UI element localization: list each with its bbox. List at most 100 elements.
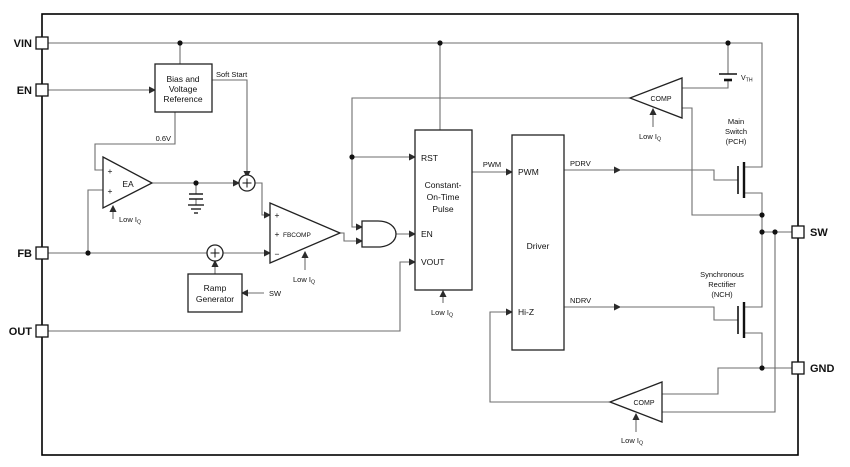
fbcomp-plus-top: + <box>275 210 280 220</box>
vth-battery-icon: VTH <box>719 73 753 84</box>
main-switch-label-2: Switch <box>725 127 747 136</box>
pin-out-label: OUT <box>9 326 33 338</box>
wire-gnd-sense <box>662 367 762 395</box>
ea-lowiq-sub: Q <box>137 220 141 226</box>
wire-battery-to-comp <box>682 80 729 89</box>
wire-out-to-vout <box>48 258 417 332</box>
main-switch-label-1: Main <box>728 117 744 126</box>
fbcomp-lowiq-base: Low I <box>293 275 311 284</box>
fbcomp-lowiq-label: Low IQ <box>293 275 315 286</box>
pin-gnd-box <box>791 361 805 375</box>
ea-lowiq-base: Low I <box>119 215 137 224</box>
ramp-label-1: Ramp <box>204 283 227 293</box>
summing-node-2 <box>206 244 224 262</box>
ea-lowiq-label: Low IQ <box>119 215 141 226</box>
wire-pdrv-b <box>620 169 738 181</box>
pin-sw: SW <box>791 225 828 239</box>
pin-sw-label: SW <box>810 227 828 239</box>
pin-fb-box <box>35 246 49 260</box>
comp1-lowiq-base: Low I <box>639 132 657 141</box>
ea-triangle <box>102 155 154 210</box>
wire-vref <box>94 112 176 171</box>
fb-comparator: + + − FBCOMP Low IQ <box>269 202 342 286</box>
comp2-lowiq-base: Low I <box>621 436 639 445</box>
ramp-sw-label: SW <box>269 289 282 298</box>
pin-fb: FB <box>17 246 49 260</box>
pin-out: OUT <box>9 324 49 338</box>
comp1-triangle <box>628 77 683 119</box>
ea-plus-bottom: + <box>108 186 113 196</box>
sync-rect-label-3: (NCH) <box>711 290 733 299</box>
driver-title: Driver <box>527 241 550 251</box>
cot-en-label: EN <box>421 229 433 239</box>
comp1-label: COMP <box>651 96 672 103</box>
pin-gnd: GND <box>791 361 835 375</box>
pin-en-box <box>35 83 49 97</box>
wire-ndrv-b <box>620 306 738 321</box>
cot-title-3: Pulse <box>432 204 454 214</box>
fbcomp-plus-mid: + <box>275 229 280 239</box>
zero-cross-comparator: COMP Low IQ <box>608 381 663 447</box>
error-amplifier: + + EA Low IQ <box>102 155 154 226</box>
and-gate <box>361 220 397 248</box>
bias-label-1: Bias and <box>166 74 199 84</box>
bias-reference-block: Bias and Voltage Reference <box>154 63 213 113</box>
ramp-box <box>187 273 243 313</box>
comp2-label: COMP <box>634 400 655 407</box>
wire-soft-start <box>212 79 251 179</box>
and-gate-shape <box>361 220 397 248</box>
cot-rst-label: RST <box>421 153 438 163</box>
fbcomp-triangle <box>269 202 342 264</box>
soft-start-label: Soft Start <box>216 70 248 79</box>
vref-label: 0.6V <box>156 134 171 143</box>
wire-fb-to-ea <box>87 189 103 253</box>
pin-en-label: EN <box>17 85 32 97</box>
comp2-lowiq-sub: Q <box>639 441 643 447</box>
wire-sw-sense <box>662 232 776 413</box>
cot-lowiq-base: Low I <box>431 308 449 317</box>
fbcomp-lowiq-sub: Q <box>311 280 315 286</box>
wire-comp2-to-hiz <box>489 308 610 403</box>
ramp-generator-block: Ramp Generator <box>187 273 243 313</box>
ea-plus-top: + <box>108 166 113 176</box>
bias-label-3: Reference <box>163 94 202 104</box>
comp2-triangle <box>608 381 663 423</box>
pdrv-label: PDRV <box>570 159 591 168</box>
main-switch-label-3: (PCH) <box>726 137 747 146</box>
ramp-label-2: Generator <box>196 294 234 304</box>
pin-vin-label: VIN <box>14 38 32 50</box>
cot-title-2: On-Time <box>427 192 460 202</box>
cot-box <box>414 129 473 291</box>
wire-comp1-out <box>351 97 630 231</box>
pin-out-box <box>35 324 49 338</box>
wire-vin-sense <box>682 107 762 216</box>
wire-vin-rail <box>48 42 763 168</box>
pin-vin: VIN <box>14 36 49 50</box>
pin-sw-box <box>791 225 805 239</box>
cot-title-1: Constant- <box>425 180 462 190</box>
vth-label: VTH <box>741 75 753 84</box>
driver-block: PWM Driver Hi-Z <box>511 134 565 351</box>
sync-rect-label-2: Rectifier <box>708 280 736 289</box>
driver-hiz-label: Hi-Z <box>518 307 534 317</box>
fbcomp-minus: − <box>275 249 280 259</box>
wire-labels: Soft Start 0.6V SW PWM PDRV NDRV <box>156 70 592 305</box>
wire-sw-node <box>744 192 763 308</box>
cot-lowiq-label: Low IQ <box>431 308 453 319</box>
driver-pwm-label: PWM <box>518 167 539 177</box>
fbcomp-label: FBCOMP <box>283 232 311 239</box>
pwm-wire-label: PWM <box>483 160 501 169</box>
pin-gnd-label: GND <box>810 363 835 375</box>
comp1-lowiq-label: Low IQ <box>639 132 661 143</box>
summing-node-1 <box>238 174 256 192</box>
wire-gnd-pin <box>744 332 792 369</box>
current-limit-comparator: COMP Low IQ <box>628 77 683 143</box>
ndrv-label: NDRV <box>570 296 591 305</box>
comp1-lowiq-sub: Q <box>657 137 661 143</box>
sync-rectifier-nch: Synchronous Rectifier (NCH) <box>700 270 746 338</box>
sync-rect-label-1: Synchronous <box>700 270 744 279</box>
constant-on-time-block: RST Constant- On-Time Pulse EN VOUT Low … <box>414 129 473 319</box>
wire-fbcomp-out <box>340 232 364 245</box>
